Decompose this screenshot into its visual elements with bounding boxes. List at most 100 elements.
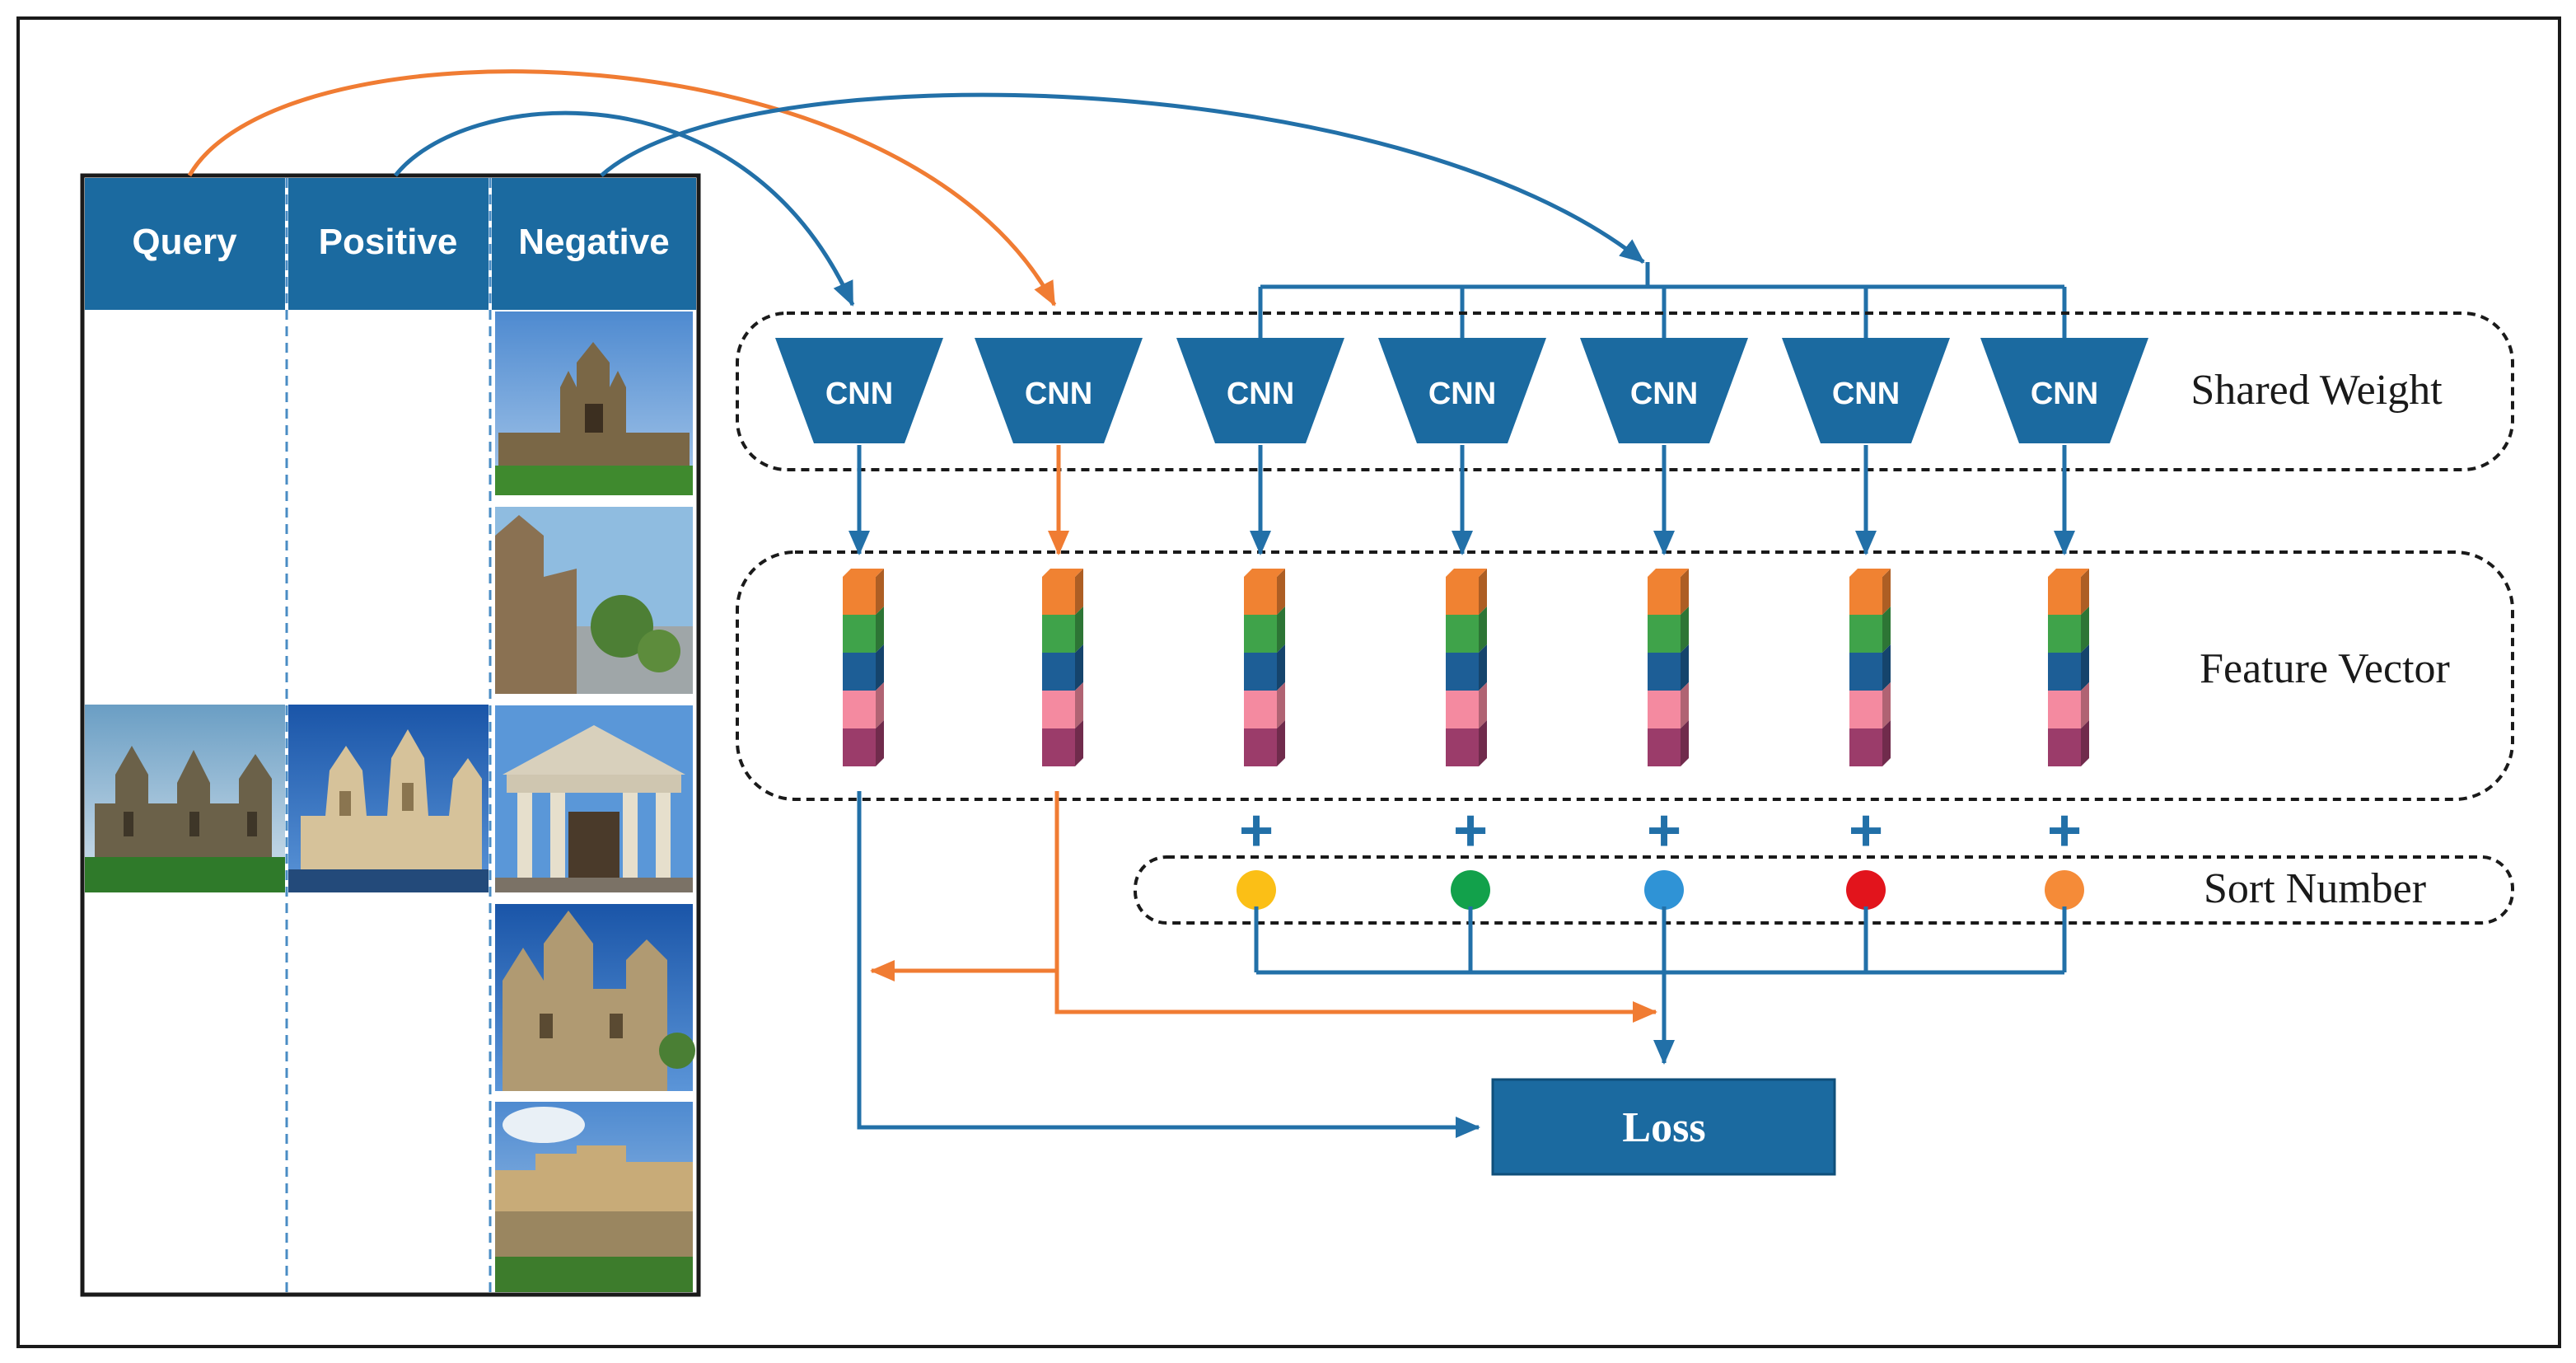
feature-vector-group <box>736 550 2514 801</box>
feature-segment <box>1042 615 1075 653</box>
feature-segment-side <box>1277 720 1285 766</box>
feature-segment <box>1244 691 1277 728</box>
sort-number-dot <box>1846 870 1886 910</box>
feature-vector-top <box>1849 569 1891 577</box>
cnn-feature-arrows <box>849 445 2075 555</box>
negative-curve-arrow <box>600 92 1645 264</box>
negative-image-1 <box>495 311 693 495</box>
feature-segment-side <box>1882 720 1891 766</box>
cnn-label: CNN <box>825 377 893 411</box>
cnn-block: CNN <box>1782 338 1950 443</box>
feature-vector-top <box>843 569 884 577</box>
feature-segment-side <box>1681 720 1689 766</box>
feature-segment <box>1244 615 1277 653</box>
feature-segment-side <box>1681 682 1689 728</box>
feature-segment <box>1446 728 1479 766</box>
feature-segment <box>843 653 876 691</box>
feature-segment <box>1042 728 1075 766</box>
feature-segment-side <box>1277 569 1285 615</box>
feature-vector <box>1446 569 1487 766</box>
negative-image-3 <box>495 705 693 892</box>
sort-to-loss-bus <box>1254 906 2067 1065</box>
feature-segment <box>1648 653 1681 691</box>
feature-vector <box>1648 569 1689 766</box>
cnn-label: CNN <box>1832 377 1900 411</box>
feature-segment-side <box>876 569 884 615</box>
feature-segment <box>1849 691 1882 728</box>
cnn-trapezoid <box>1980 338 2148 443</box>
sort-number-dot <box>1237 870 1276 910</box>
cnn-layer: CNN CNN CNN CNN CNN CNN CNN <box>775 338 2148 443</box>
column-header-positive: Positive <box>319 222 458 262</box>
cnn-block: CNN <box>1980 338 2148 443</box>
feature-segment <box>843 615 876 653</box>
feature-segment <box>843 728 876 766</box>
feature-vector <box>843 569 884 766</box>
loss-label: Loss <box>1622 1104 1705 1151</box>
feature-vector <box>1849 569 1891 766</box>
feature-segment <box>1648 615 1681 653</box>
image-table: Query Positive Negative <box>80 173 701 1297</box>
feature-segment-side <box>1681 569 1689 615</box>
plus-sign: + <box>2047 798 2082 864</box>
feature-segment-side <box>2081 607 2089 653</box>
feature-segment <box>1042 653 1075 691</box>
feature-segment-side <box>1681 607 1689 653</box>
plus-sign: + <box>1453 798 1488 864</box>
shared-weight-bus <box>1258 262 2067 338</box>
cnn-trapezoid <box>1580 338 1748 443</box>
sort-number-dot <box>2045 870 2084 910</box>
feature-vector-top <box>1244 569 1285 577</box>
feature-vector-top <box>1446 569 1487 577</box>
feature-segment-side <box>1882 607 1891 653</box>
cnn-trapezoid <box>775 338 943 443</box>
feature-segment <box>1849 615 1882 653</box>
cnn-label: CNN <box>1630 377 1698 411</box>
outer-frame <box>16 16 2561 1348</box>
feature-segment-side <box>1277 644 1285 691</box>
feature-segment-side <box>1882 644 1891 691</box>
plus-sign: + <box>1849 798 1883 864</box>
feature-segment <box>2048 653 2081 691</box>
feature-segment-side <box>1882 569 1891 615</box>
column-header-negative: Negative <box>518 222 669 262</box>
positive-to-loss-arrow <box>1054 791 1657 1023</box>
feature-segment-side <box>1075 682 1083 728</box>
feature-segment <box>1849 653 1882 691</box>
feature-segment-side <box>876 644 884 691</box>
feature-segment-side <box>1075 644 1083 691</box>
cnn-block: CNN <box>975 338 1143 443</box>
cnn-trapezoid <box>1176 338 1344 443</box>
feature-layer <box>843 569 2089 766</box>
feature-vector <box>1042 569 1083 766</box>
cnn-label: CNN <box>1025 377 1092 411</box>
feature-segment <box>1648 577 1681 615</box>
feature-segment-side <box>876 607 884 653</box>
feature-segment <box>1042 577 1075 615</box>
loss-box: Loss <box>1491 1078 1836 1176</box>
feature-segment-side <box>2081 569 2089 615</box>
feature-segment <box>2048 728 2081 766</box>
feature-segment-side <box>876 720 884 766</box>
negative-image-4 <box>495 904 695 1091</box>
cnn-block: CNN <box>1176 338 1344 443</box>
feature-segment-side <box>1075 720 1083 766</box>
feature-segment <box>843 691 876 728</box>
cnn-block: CNN <box>775 338 943 443</box>
feature-segment-side <box>2081 682 2089 728</box>
sort-number-dot <box>1451 870 1490 910</box>
feature-segment <box>1244 577 1277 615</box>
cnn-label: CNN <box>1227 377 1294 411</box>
negative-image-2 <box>495 507 693 694</box>
feature-vector <box>2048 569 2089 766</box>
cnn-block: CNN <box>1580 338 1748 443</box>
feature-segment <box>1446 577 1479 615</box>
cnn-label: CNN <box>1428 377 1496 411</box>
sort-number-label: Sort Number <box>2204 865 2426 912</box>
feature-segment <box>2048 577 2081 615</box>
feature-vector-top <box>1042 569 1083 577</box>
positive-image <box>288 705 489 892</box>
feature-segment-side <box>1479 682 1487 728</box>
column-header-query: Query <box>132 222 237 262</box>
